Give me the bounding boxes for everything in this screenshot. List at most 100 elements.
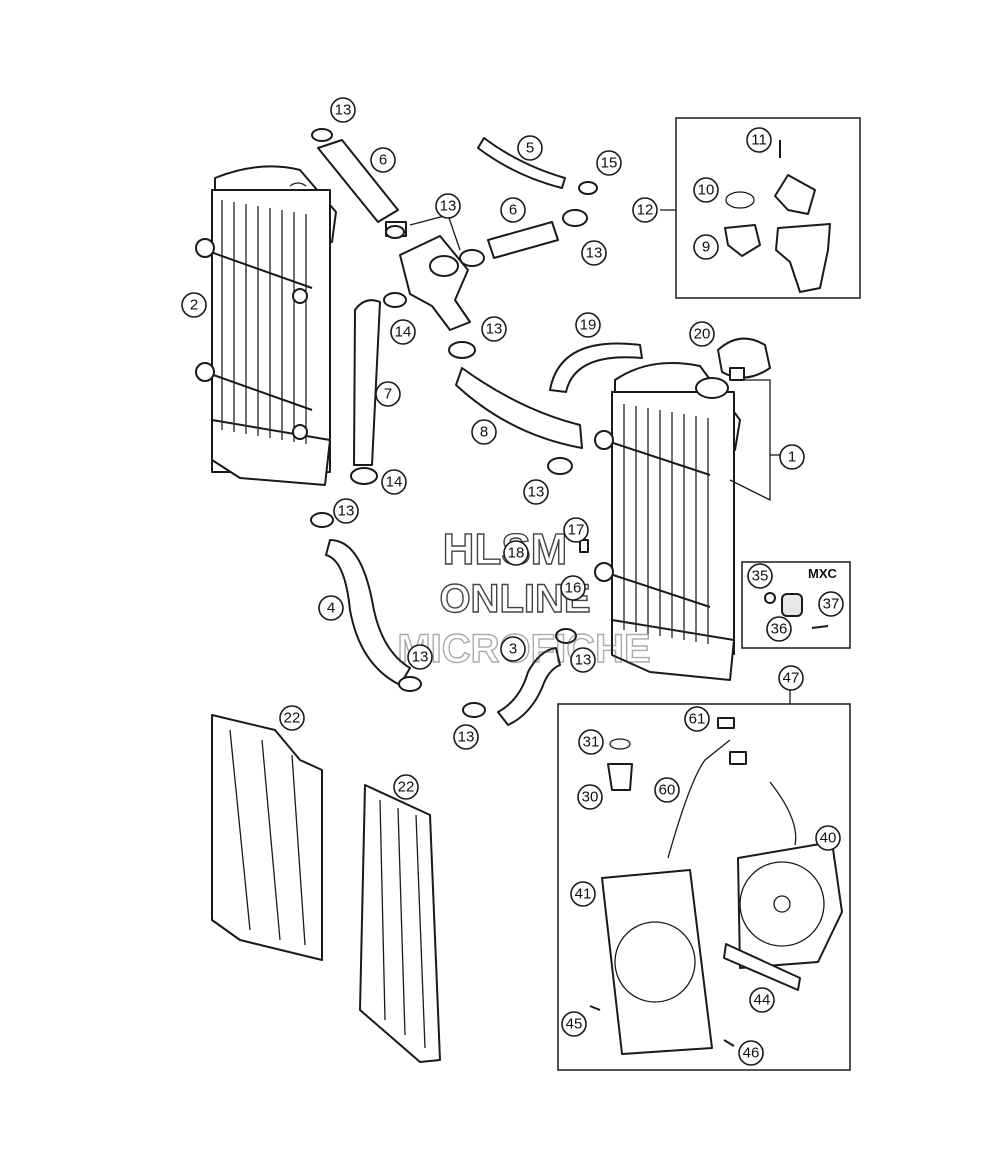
callout-label: 31 xyxy=(583,734,600,751)
callout-label: 13 xyxy=(335,102,352,119)
callout-label: 9 xyxy=(702,239,710,256)
callout: 13 xyxy=(407,644,433,670)
callout: 13 xyxy=(330,97,356,123)
callout: 19 xyxy=(575,312,601,338)
callout: 36 xyxy=(766,616,792,642)
thermostat-parts xyxy=(724,140,831,293)
callout-label: 6 xyxy=(379,152,387,169)
callout: 47 xyxy=(778,665,804,691)
mxc-parts xyxy=(764,592,829,629)
callout-label: 16 xyxy=(565,580,582,597)
callout-label: 36 xyxy=(771,621,788,638)
callout: 16 xyxy=(560,575,586,601)
callout: 14 xyxy=(381,469,407,495)
thermostat-kit-box xyxy=(675,117,861,299)
callout: 13 xyxy=(333,498,359,524)
callout-label: 10 xyxy=(698,182,715,199)
callout: 60 xyxy=(654,777,680,803)
callout: 40 xyxy=(815,825,841,851)
callout: 30 xyxy=(577,784,603,810)
callout-label: 13 xyxy=(528,484,545,501)
callout-label: 22 xyxy=(284,710,301,727)
hoses xyxy=(317,137,643,726)
callout-label: 8 xyxy=(480,424,488,441)
callout-label: 61 xyxy=(689,711,706,728)
callout: 13 xyxy=(570,647,596,673)
callout: 61 xyxy=(684,706,710,732)
callout-label: 22 xyxy=(398,779,415,796)
callout-label: 13 xyxy=(575,652,592,669)
callout-label: 46 xyxy=(743,1045,760,1062)
callout: 13 xyxy=(481,316,507,342)
callout-label: 13 xyxy=(586,245,603,262)
callout: 44 xyxy=(749,987,775,1013)
callout: 9 xyxy=(693,234,719,260)
callout-label: 14 xyxy=(395,324,412,341)
left-radiator-shroud xyxy=(211,714,323,961)
callout-label: 5 xyxy=(526,140,534,157)
callout-label: 12 xyxy=(637,202,654,219)
callout-label: 13 xyxy=(338,503,355,520)
callout: 8 xyxy=(471,419,497,445)
callout-label: 41 xyxy=(575,886,592,903)
callout-label: 35 xyxy=(752,568,769,585)
callout-label: 45 xyxy=(566,1016,583,1033)
callout-label: 20 xyxy=(694,326,711,343)
callout-label: 17 xyxy=(568,522,585,539)
hose-clamps xyxy=(310,128,598,718)
callout-label: 13 xyxy=(486,321,503,338)
callout: 6 xyxy=(500,197,526,223)
callout-label: 13 xyxy=(412,649,429,666)
callout-label: 37 xyxy=(823,596,840,613)
callout: 12 xyxy=(632,197,658,223)
callout-label: 60 xyxy=(659,782,676,799)
callout: 7 xyxy=(375,381,401,407)
callout: 4 xyxy=(318,595,344,621)
callout: 22 xyxy=(393,774,419,800)
callout: 20 xyxy=(689,321,715,347)
right-radiator xyxy=(594,362,741,681)
callout-label: 44 xyxy=(754,992,771,1009)
callout-label: 1 xyxy=(788,449,796,466)
mxc-box xyxy=(741,561,851,649)
callout: 5 xyxy=(517,135,543,161)
callout: 46 xyxy=(738,1040,764,1066)
callout-label: 7 xyxy=(384,386,392,403)
callout-label: 6 xyxy=(509,202,517,219)
callout: 41 xyxy=(570,881,596,907)
callout: 13 xyxy=(435,193,461,219)
callout: 22 xyxy=(279,705,305,731)
callout: 35 xyxy=(747,563,773,589)
mxc-box-title: MXC xyxy=(808,566,838,581)
watermark: HLSM ONLINE MICROFICHE xyxy=(397,524,652,671)
callout-label: 19 xyxy=(580,317,597,334)
callout: 13 xyxy=(523,479,549,505)
callout: 17 xyxy=(563,517,589,543)
callout: 13 xyxy=(453,724,479,750)
callout: 11 xyxy=(746,127,772,153)
fan-kit-box xyxy=(557,703,851,1071)
callout-label: 13 xyxy=(458,729,475,746)
callout: 31 xyxy=(578,729,604,755)
callout-label: 14 xyxy=(386,474,403,491)
callout-label: 4 xyxy=(327,600,335,617)
callout-label: 30 xyxy=(582,789,599,806)
callout: 6 xyxy=(370,147,396,173)
callout: 1 xyxy=(779,444,805,470)
callout-label: 3 xyxy=(509,641,517,658)
callout-label: 2 xyxy=(190,297,198,314)
callout: 18 xyxy=(503,540,529,566)
callout-label: 11 xyxy=(751,132,767,149)
callout-label: 15 xyxy=(601,155,618,172)
callout-label: 40 xyxy=(820,830,837,847)
callout-label: 47 xyxy=(783,670,800,687)
callout-label: 13 xyxy=(440,198,457,215)
callout: 3 xyxy=(500,636,526,662)
callout: 2 xyxy=(181,292,207,318)
left-radiator xyxy=(195,165,337,486)
callout: 14 xyxy=(390,319,416,345)
radiator-cap xyxy=(717,337,771,381)
callout: 15 xyxy=(596,150,622,176)
fan-kit-parts xyxy=(589,717,843,1055)
